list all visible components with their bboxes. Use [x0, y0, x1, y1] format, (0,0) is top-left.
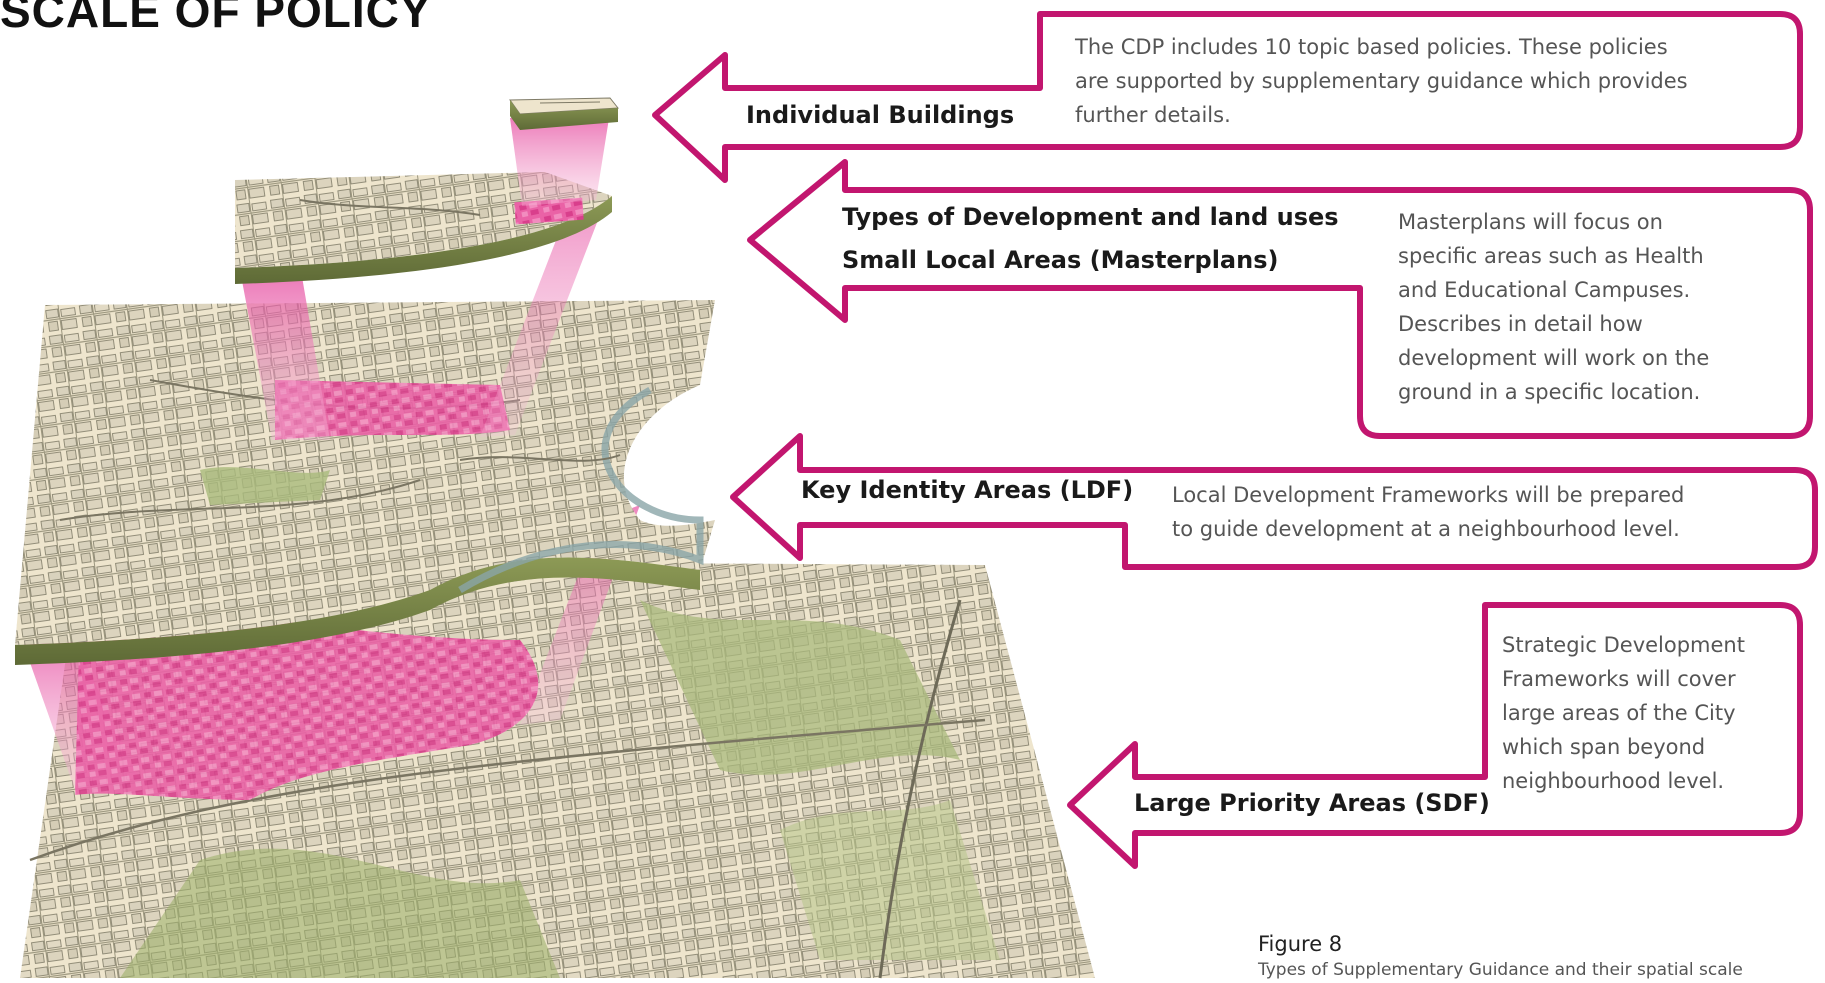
arrow-individual-buildings [652, 11, 1803, 183]
map-layer-neighbourhood [15, 300, 715, 665]
projection-beam [510, 112, 610, 206]
map-layer-local-area [235, 172, 612, 284]
figure-caption: Types of Supplementary Guidance and thei… [1258, 960, 1743, 980]
projection-beam [240, 265, 330, 440]
description-individual-buildings: The CDP includes 10 topic based policies… [1075, 35, 1688, 127]
arrow-ldf [730, 433, 1818, 570]
arrow-masterplans [747, 159, 1813, 439]
projection-beam [480, 215, 600, 437]
description-masterplans: Masterplans will focus on specific areas… [1398, 210, 1710, 404]
label-individual-buildings: Individual Buildings [746, 101, 1015, 129]
ldf-highlight-area [275, 380, 510, 440]
label-small-local-areas: Small Local Areas (Masterplans) [842, 246, 1279, 274]
label-types-of-development: Types of Development and land uses [842, 203, 1339, 231]
arrow-sdf [1067, 602, 1803, 869]
description-ldf: Local Development Frameworks will be pre… [1172, 483, 1685, 541]
label-large-priority-areas: Large Priority Areas (SDF) [1134, 789, 1490, 817]
description-sdf: Strategic Development Frameworks will co… [1502, 633, 1745, 793]
sdf-highlight-area [75, 608, 539, 800]
figure-label: Figure 8 [1258, 932, 1343, 956]
map-layer-building [509, 97, 619, 130]
label-key-identity-areas: Key Identity Areas (LDF) [801, 476, 1134, 504]
page-heading: SCALE OF POLICY [0, 0, 432, 37]
